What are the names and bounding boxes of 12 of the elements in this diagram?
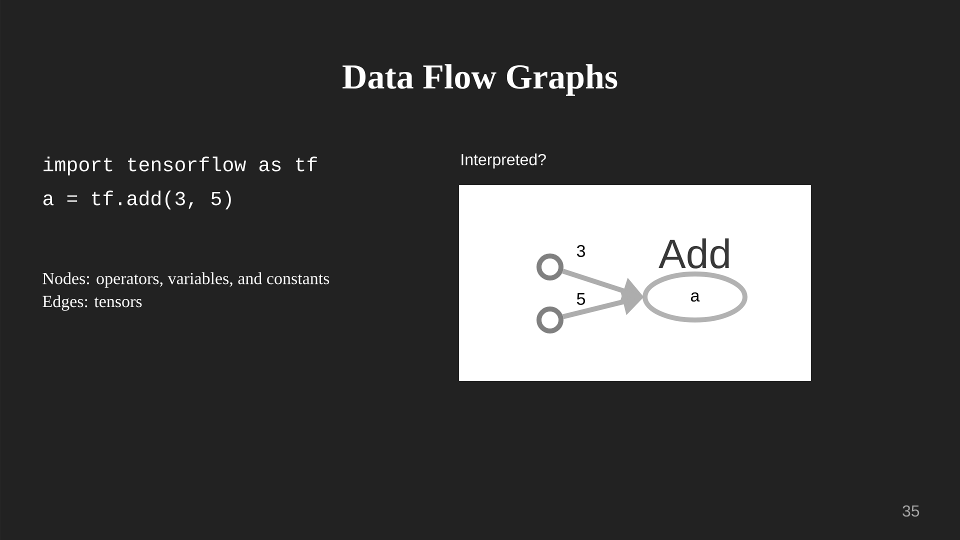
code-line: a = tf.add(3, 5)	[43, 190, 231, 210]
slide-title: Data Flow Graphs	[342, 64, 618, 96]
question-text: Interpreted?	[462, 154, 546, 168]
page-number: 35	[902, 505, 920, 517]
note-text: Edges: tensors	[42, 295, 142, 311]
node-label: Add	[658, 238, 729, 268]
constant-circle	[536, 254, 564, 280]
note-text: Nodes: operators, variables, and constants	[42, 272, 330, 288]
code-line: import tensorflow as tf	[44, 156, 317, 176]
constant-circle	[536, 306, 564, 334]
edge-label: 5	[576, 293, 586, 305]
edge-label: 3	[576, 244, 585, 258]
